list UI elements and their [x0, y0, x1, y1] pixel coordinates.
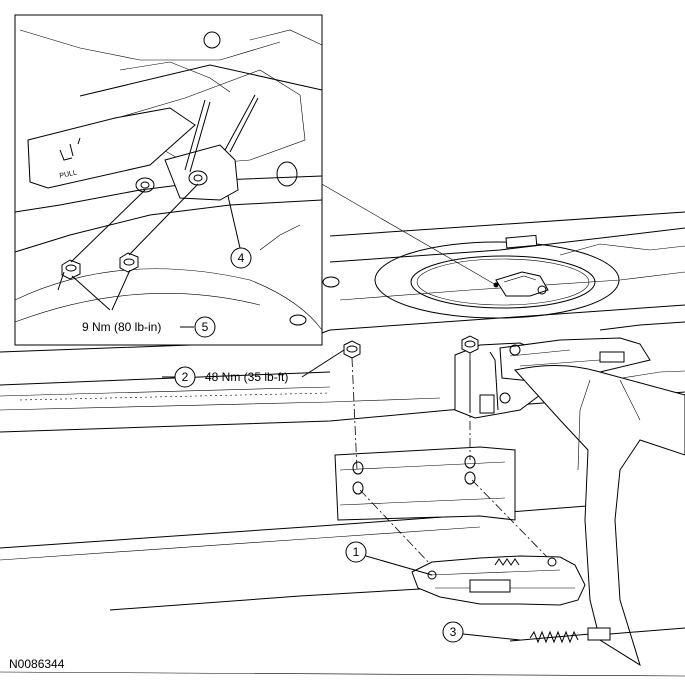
release-cable: [509, 627, 685, 644]
callout-2: 2 48 Nm (35 lb-ft): [162, 349, 345, 388]
figure-id: N0086344: [9, 657, 65, 671]
latch: [411, 555, 586, 606]
nut-left: [343, 340, 361, 359]
nut-right: [461, 335, 479, 354]
floor-panel: [0, 211, 685, 677]
svg-text:2: 2: [182, 370, 189, 384]
handle-label: PULL: [59, 169, 78, 180]
svg-text:1: 1: [353, 545, 360, 559]
alignment-line-3: [359, 489, 433, 567]
torque-label-5: 9 Nm (80 lb-in): [82, 320, 161, 334]
inset-view: PULL: [14, 14, 323, 346]
inset-leader-line: [319, 182, 497, 286]
strap: [514, 365, 685, 667]
callout-5: 9 Nm (80 lb-in) 5: [82, 316, 216, 338]
svg-text:5: 5: [202, 320, 209, 334]
callout-1: 1: [345, 541, 433, 576]
svg-text:4: 4: [238, 251, 245, 265]
callout-4: 4: [230, 247, 252, 269]
lower-mount-bracket: [334, 446, 516, 521]
alignment-line-4: [471, 479, 553, 563]
tire-well: [322, 234, 620, 319]
callout-3: 3: [442, 621, 521, 643]
svg-text:3: 3: [450, 625, 457, 639]
tether-handle-main: [493, 271, 549, 297]
torque-label-2: 48 Nm (35 lb-ft): [205, 370, 288, 384]
alignment-line-1: [351, 357, 358, 471]
